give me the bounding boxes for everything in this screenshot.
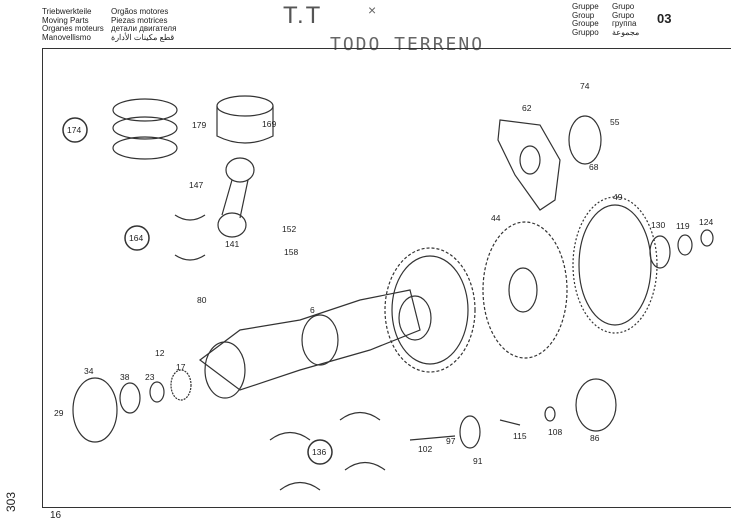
part-callout-86: 86: [590, 433, 600, 443]
part-callout-179: 179: [192, 120, 206, 130]
part-callout-68: 68: [589, 162, 599, 172]
stamp-text: TODO TERRENO: [330, 34, 485, 55]
piston-rings: [112, 98, 178, 160]
main-bearings: [269, 411, 386, 491]
title-pt: Orgãos motores: [111, 7, 169, 16]
part-callout-6: 6: [310, 305, 315, 315]
title-de: Triebwerkteile: [42, 7, 92, 16]
part-callout-55: 55: [610, 117, 620, 127]
part-callout-115: 115: [513, 431, 527, 441]
title-it: Manovellismo: [42, 32, 91, 42]
flywheel: [384, 247, 476, 373]
part-callout-80: 80: [197, 295, 207, 305]
crankshaft: [199, 289, 421, 399]
rear-parts: [409, 378, 617, 449]
part-callout-17: 17: [176, 362, 186, 372]
title-ar: قطع مكينات الأدارة: [111, 32, 175, 42]
piston: [216, 95, 274, 144]
front-parts: [72, 369, 192, 443]
part-callout-174: 174: [67, 125, 81, 135]
connecting-rod: [217, 157, 255, 238]
part-callout-38: 38: [120, 372, 130, 382]
part-callout-164: 164: [129, 233, 143, 243]
part-callout-108: 108: [548, 427, 562, 437]
title-block-left: Triebwerkteile Moving Parts Organes mote…: [42, 7, 104, 42]
part-callout-29: 29: [54, 408, 64, 418]
part-callout-169: 169: [262, 119, 276, 129]
part-callout-97: 97: [446, 436, 456, 446]
title-fr: Organes moteurs: [42, 24, 104, 33]
part-callout-34: 34: [84, 366, 94, 376]
part-callout-152: 152: [282, 224, 296, 234]
drive-plate: [482, 221, 568, 359]
part-callout-141: 141: [225, 239, 239, 249]
part-callout-12: 12: [155, 348, 165, 358]
part-callout-44: 44: [491, 213, 501, 223]
handwritten-note: T.T: [283, 2, 323, 29]
part-callout-136: 136: [312, 447, 326, 457]
handwritten-mark: ×: [368, 2, 377, 18]
group-number: 03: [657, 11, 672, 26]
group-label: Gruppe: [572, 2, 599, 11]
group-label: Grupo: [612, 2, 635, 11]
title-block-right: Orgãos motores Piezas motrices детали дв…: [111, 7, 177, 42]
part-callout-23: 23: [145, 372, 155, 382]
title-ru: детали двигателя: [111, 24, 177, 33]
page-number: 16: [50, 510, 62, 521]
part-callout-158: 158: [284, 247, 298, 257]
title-es: Piezas motrices: [111, 15, 168, 25]
diagram-frame: [42, 48, 731, 508]
group-label: Grupo: [612, 10, 635, 20]
callout-circles: [62, 117, 333, 465]
part-callout-62: 62: [522, 103, 532, 113]
part-callout-147: 147: [189, 180, 203, 190]
small-seals: [649, 229, 714, 269]
adapter-plate: [497, 119, 561, 211]
group-label: Groupe: [572, 19, 599, 28]
ring-gear: [572, 196, 658, 334]
part-callout-91: 91: [473, 456, 483, 466]
group-labels-left: Gruppe Group Groupe Gruppo: [572, 2, 599, 37]
group-label: مجموعة: [612, 27, 640, 37]
part-callout-74: 74: [580, 81, 590, 91]
part-callout-124: 124: [699, 217, 713, 227]
bearing-shells: [174, 214, 206, 261]
gasket-ring: [568, 115, 602, 165]
group-label: группа: [612, 19, 637, 28]
part-callout-130: 130: [651, 220, 665, 230]
title-en: Moving Parts: [42, 15, 89, 25]
part-callout-102: 102: [418, 444, 432, 454]
part-callout-119: 119: [676, 221, 690, 231]
group-labels-right: Grupo Grupo группа مجموعة: [612, 2, 640, 37]
part-callout-49: 49: [613, 192, 623, 202]
group-label: Gruppo: [572, 27, 599, 37]
group-label: Group: [572, 10, 595, 20]
